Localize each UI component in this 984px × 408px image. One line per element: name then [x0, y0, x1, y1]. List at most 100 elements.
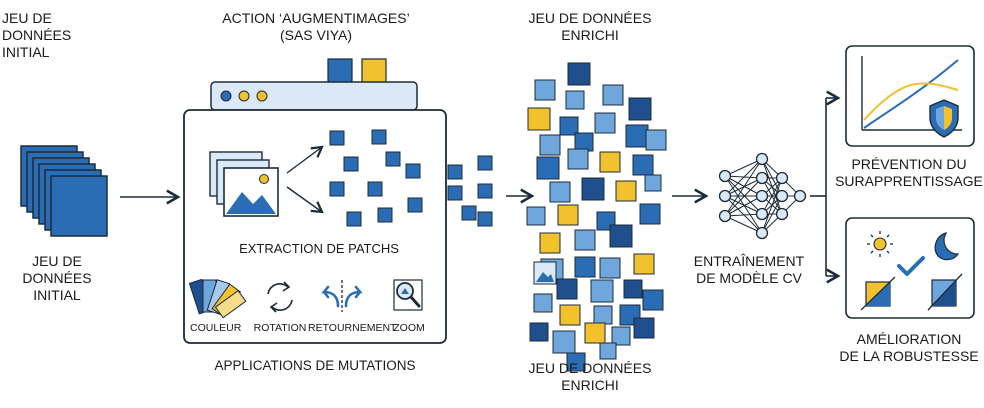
input-title: JEU DE DONNÉES INITIAL: [2, 10, 72, 60]
mosaic-tile: [526, 206, 546, 226]
mosaic-tile: [559, 116, 579, 136]
patch-square: [447, 164, 463, 180]
tilted-square-icon: [860, 276, 896, 311]
input-label: JEU DE DONNÉES INITIAL: [22, 253, 92, 303]
nn-node: [718, 209, 732, 223]
mosaic-tile: [574, 256, 596, 278]
mosaic-tile: [599, 342, 617, 360]
nn-node: [775, 207, 789, 221]
input-image-stack: [20, 145, 108, 237]
mutation-label-flip: RETOURNEMENT: [308, 322, 397, 334]
mutations-label: APPLICATIONS DE MUTATIONS: [214, 358, 416, 373]
patch-square: [329, 181, 345, 197]
mosaic-tile: [534, 79, 556, 101]
mosaic-tile: [549, 181, 571, 203]
mosaic-tile: [599, 151, 621, 173]
mosaic-tile: [529, 322, 549, 342]
mosaic-tile: [590, 279, 614, 303]
nn-node: [755, 207, 769, 221]
mutation-label-rotation: ROTATION: [253, 322, 307, 334]
mosaic-tile: [628, 97, 652, 121]
sun-icon: [867, 231, 893, 257]
nn-node: [718, 169, 732, 183]
result-overfitting-label: PRÉVENTION DU SURAPPRENTISSAGE: [835, 156, 983, 189]
mosaic-tile: [594, 112, 616, 134]
mosaic-tile: [533, 293, 553, 313]
mosaic-tile: [633, 253, 655, 275]
mosaic-tile: [539, 232, 561, 254]
mosaic-tile: [632, 154, 654, 176]
output-title: JEU DE DONNÉES ENRICHI: [528, 10, 652, 43]
patch-square: [371, 129, 387, 145]
patch-square: [461, 205, 477, 221]
patch-square: [477, 155, 493, 171]
moon-icon: [934, 232, 960, 261]
patch-extraction-label: EXTRACTION DE PATCHS: [239, 241, 399, 256]
mosaic-tile: [566, 352, 586, 372]
action-title: ACTION ‘AUGMENTIMAGES’ (SAS VIYA): [222, 10, 410, 43]
patch-square: [405, 163, 421, 179]
patch-square: [477, 183, 493, 199]
mosaic-tile: [611, 326, 631, 346]
neural-network-icon: [718, 152, 807, 240]
patch-square: [346, 211, 362, 227]
mosaic-tile: [639, 203, 661, 225]
mutation-label-zoom: ZOOM: [393, 322, 425, 334]
mosaic-tile: [625, 124, 649, 148]
mosaic-tile: [556, 278, 578, 300]
patch-square: [447, 185, 463, 201]
mosaic-tile: [567, 148, 589, 170]
patch-square: [367, 181, 383, 197]
enriched-dataset-mosaic: [526, 62, 667, 372]
mosaic-tile: [574, 132, 594, 152]
nn-node: [755, 171, 769, 185]
nn-node: [755, 152, 769, 166]
mutation-label-color: COULEUR: [190, 322, 242, 334]
patch-square: [377, 207, 393, 223]
patch-cloud: [329, 129, 493, 227]
training-label: ENTRAÎNEMENT DE MODÈLE CV: [693, 253, 805, 286]
branch-connector: [810, 90, 841, 284]
mosaic-tile: [581, 177, 605, 201]
mosaic-tile: [633, 317, 655, 339]
result-robustness-label: AMÉLIORATION DE LA ROBUSTESSE: [839, 331, 979, 364]
photo-stack-icon: [209, 151, 279, 217]
overfitting-chart-card: [845, 45, 975, 147]
split-square-icon: [927, 273, 963, 311]
checkmark-icon: [897, 256, 925, 276]
patch-square: [343, 156, 359, 172]
color-palette-icon: [188, 278, 247, 319]
nn-node: [718, 189, 732, 203]
rotation-icon: [267, 281, 293, 313]
mosaic-tile: [593, 305, 613, 325]
nn-node: [755, 189, 769, 203]
patch-square: [385, 151, 401, 167]
mosaic-tile: [536, 156, 560, 180]
nn-node: [793, 189, 807, 203]
mosaic-tile: [642, 289, 664, 311]
mosaic-tile: [644, 174, 662, 192]
mosaic-tile: [574, 229, 596, 251]
nn-node: [775, 189, 789, 203]
mosaic-tile: [609, 224, 633, 248]
mosaic-tile: [645, 129, 667, 151]
mosaic-tile: [602, 84, 624, 106]
mosaic-tile: [565, 90, 585, 110]
mosaic-tile: [527, 107, 551, 131]
mosaic-tile: [623, 279, 643, 299]
mosaic-tile: [552, 330, 576, 354]
mosaic-tile: [567, 62, 591, 86]
mosaic-tile: [539, 134, 561, 156]
nn-node: [775, 171, 789, 185]
patch-square: [407, 197, 423, 213]
patch-square: [329, 130, 345, 146]
robustness-card: [845, 217, 975, 319]
browser-window-icon: [210, 58, 418, 111]
mosaic-tile: [599, 257, 621, 279]
patch-square: [477, 211, 493, 227]
zoom-icon: [393, 279, 423, 311]
mosaic-tile: [584, 322, 606, 344]
flip-icon: [321, 280, 363, 312]
mosaic-tile: [559, 304, 581, 326]
